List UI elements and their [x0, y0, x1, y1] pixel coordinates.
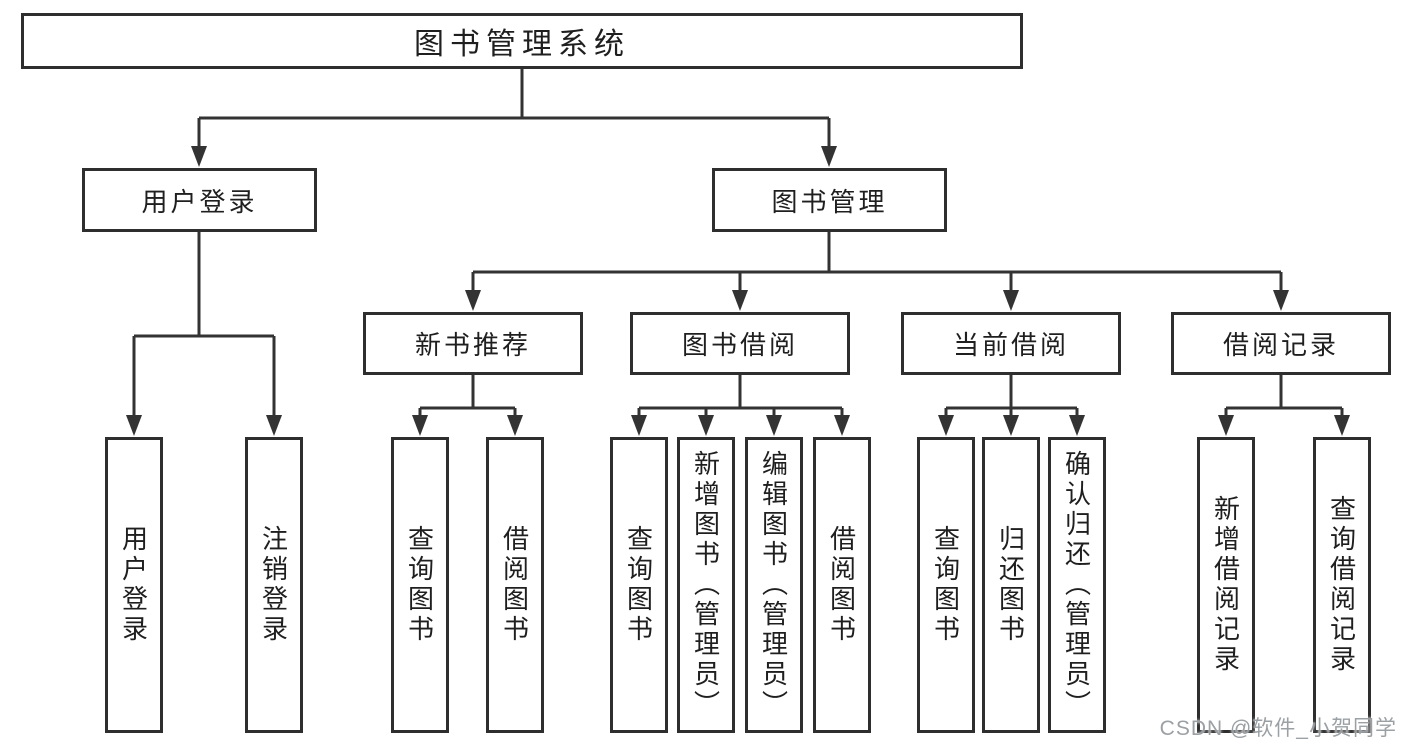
leaf-current-return-books-label: 归还图书	[995, 525, 1026, 645]
edges-new-book-recommend-to-leaves	[412, 375, 523, 436]
leaf-borrowing-borrow-books: 借阅图书	[813, 437, 871, 733]
leaf-borrowing-borrow-books-label: 借阅图书	[826, 525, 857, 645]
leaf-borrowing-add-books-admin: 新增图书（管理员）	[677, 437, 735, 733]
node-current-borrowing-label: 当前借阅	[952, 330, 1069, 360]
leaf-current-query-books: 查询图书	[917, 437, 975, 733]
node-root-system: 图书管理系统	[21, 13, 1023, 69]
node-current-borrowing: 当前借阅	[901, 312, 1121, 375]
node-book-borrowing: 图书借阅	[630, 312, 850, 375]
node-root-label: 图书管理系统	[414, 28, 630, 61]
edges-user-login-to-leaves	[126, 232, 282, 436]
node-user-login-label: 用户登录	[141, 186, 258, 217]
leaf-current-return-books: 归还图书	[982, 437, 1040, 733]
node-borrowing-records: 借阅记录	[1171, 312, 1391, 375]
edges-borrowing-records-to-leaves	[1218, 375, 1350, 436]
leaf-borrowing-edit-books-admin: 编辑图书（管理员）	[745, 437, 803, 733]
node-borrowing-records-label: 借阅记录	[1222, 330, 1339, 360]
leaf-user-login-label: 用户登录	[118, 525, 149, 645]
csdn-watermark: CSDN @软件_小贺同学	[1159, 717, 1397, 740]
node-book-borrowing-label: 图书借阅	[681, 330, 798, 360]
leaf-borrowing-query-books: 查询图书	[610, 437, 668, 733]
leaf-borrowing-add-books-admin-label: 新增图书（管理员）	[690, 450, 721, 720]
edges-book-management-to-level3	[465, 232, 1289, 311]
leaf-borrowing-query-books-label: 查询图书	[623, 525, 654, 645]
leaf-user-login: 用户登录	[105, 437, 163, 733]
leaf-logout-label: 注销登录	[258, 525, 289, 645]
leaf-records-add-record: 新增借阅记录	[1197, 437, 1255, 733]
node-new-book-recommend-label: 新书推荐	[414, 330, 531, 360]
edges-book-borrowing-to-leaves	[631, 375, 850, 436]
node-book-management-label: 图书管理	[771, 186, 888, 217]
edges-root-to-level2	[191, 69, 837, 167]
leaf-records-query-record: 查询借阅记录	[1313, 437, 1371, 733]
leaf-records-add-record-label: 新增借阅记录	[1210, 495, 1241, 675]
leaf-current-confirm-return-admin-label: 确认归还（管理员）	[1061, 450, 1092, 720]
edges-current-borrowing-to-leaves	[938, 375, 1085, 436]
leaf-recommend-borrow-books: 借阅图书	[486, 437, 544, 733]
leaf-logout: 注销登录	[245, 437, 303, 733]
node-user-login: 用户登录	[82, 168, 317, 232]
node-book-management: 图书管理	[712, 168, 947, 232]
leaf-current-confirm-return-admin: 确认归还（管理员）	[1048, 437, 1106, 733]
leaf-recommend-query-books: 查询图书	[391, 437, 449, 733]
leaf-recommend-query-books-label: 查询图书	[404, 525, 435, 645]
leaf-borrowing-edit-books-admin-label: 编辑图书（管理员）	[758, 450, 789, 720]
leaf-records-query-record-label: 查询借阅记录	[1326, 495, 1357, 675]
node-new-book-recommend: 新书推荐	[363, 312, 583, 375]
leaf-recommend-borrow-books-label: 借阅图书	[499, 525, 530, 645]
leaf-current-query-books-label: 查询图书	[930, 525, 961, 645]
